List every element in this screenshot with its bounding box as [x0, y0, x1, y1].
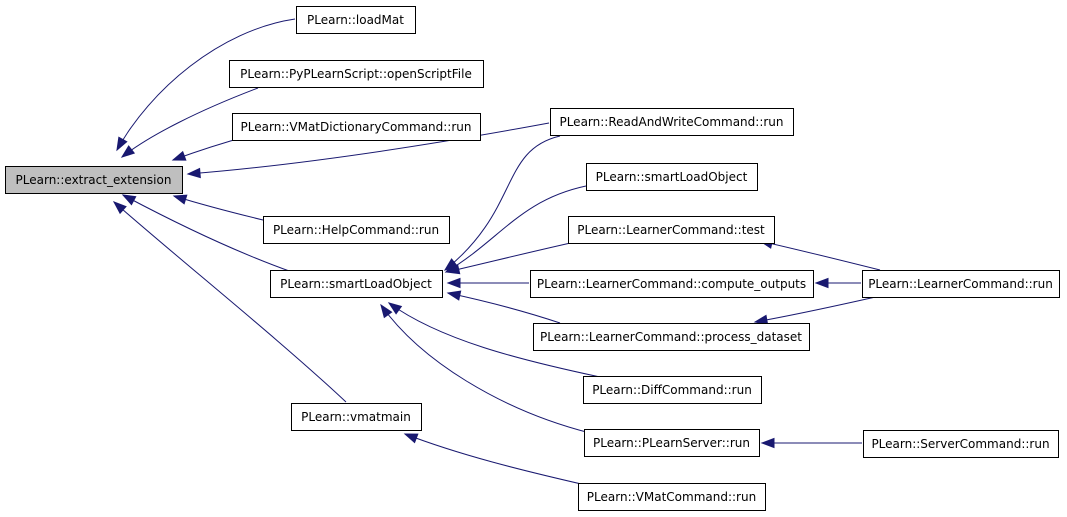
node-box [583, 376, 762, 404]
node-vmatmain[interactable]: PLearn::vmatmain [291, 403, 422, 431]
node-learner-compute[interactable]: PLearn::LearnerCommand::compute_outputs [530, 270, 814, 298]
node-label: PLearn::smartLoadObject [596, 170, 748, 184]
node-box [296, 6, 416, 34]
arrowhead-icon [112, 201, 127, 215]
node-learner-test[interactable]: PLearn::LearnerCommand::test [568, 216, 775, 244]
node-label: PLearn::LearnerCommand::run [868, 277, 1053, 291]
node-box [5, 166, 183, 194]
node-openScriptFile[interactable]: PLearn::PyPLearnScript::openScriptFile [229, 60, 484, 88]
arrowhead-icon [171, 150, 187, 161]
node-box [270, 270, 443, 298]
node-box [533, 323, 810, 351]
edge-openScriptFile-to-extract_extension [120, 87, 259, 158]
edge-learner_process-to-smartLoadObject [446, 290, 561, 324]
node-diff-run[interactable]: PLearn::DiffCommand::run [583, 376, 762, 404]
edge-smartLoadObject2-to-smartLoadObject [444, 185, 587, 273]
node-label: PLearn::ServerCommand::run [871, 437, 1049, 451]
arrowhead-icon [446, 290, 462, 301]
edge-help_run-to-extract_extension [172, 194, 264, 221]
node-smartLoadObject[interactable]: PLearn::smartLoadObject [270, 270, 443, 298]
node-smartLoadObject2[interactable]: PLearn::smartLoadObject [586, 163, 758, 191]
node-label: PLearn::vmatmain [301, 410, 411, 424]
node-label: PLearn::HelpCommand::run [273, 223, 439, 237]
node-label: PLearn::DiffCommand::run [592, 383, 752, 397]
edge-readwrite_run-to-extract_extension [186, 122, 550, 179]
node-learner-process[interactable]: PLearn::LearnerCommand::process_dataset [533, 323, 810, 351]
node-vmatcmd-run[interactable]: PLearn::VMatCommand::run [578, 483, 766, 511]
arrowhead-icon [403, 433, 419, 444]
node-box [232, 113, 481, 141]
edge-learner_compute-to-smartLoadObject [446, 277, 530, 289]
arrowhead-icon [121, 194, 137, 206]
node-server-run[interactable]: PLearn::ServerCommand::run [863, 430, 1059, 458]
node-box [291, 403, 422, 431]
node-label: PLearn::LearnerCommand::process_dataset [540, 330, 802, 344]
arrowhead-icon [172, 194, 188, 205]
edge-learner_test-to-smartLoadObject [445, 241, 576, 275]
node-box [229, 60, 484, 88]
node-learner-run[interactable]: PLearn::LearnerCommand::run [862, 270, 1060, 298]
nodes-layer: PLearn::extract_extension PLearn::loadMat… [5, 6, 1060, 511]
node-box [550, 108, 794, 136]
node-label: PLearn::smartLoadObject [280, 277, 432, 291]
node-extract-extension: PLearn::extract_extension [5, 166, 183, 194]
node-box [584, 429, 760, 457]
node-box [530, 270, 814, 298]
edge-vmatmain-to-extract_extension [112, 201, 347, 403]
node-box [586, 163, 758, 191]
node-box [263, 216, 450, 244]
edge-plearnserver_run-to-smartLoadObject [380, 303, 591, 434]
node-label: PLearn::extract_extension [16, 173, 172, 187]
node-help-run[interactable]: PLearn::HelpCommand::run [263, 216, 450, 244]
node-loadMat[interactable]: PLearn::loadMat [296, 6, 416, 34]
arrowhead-icon [445, 264, 461, 275]
arrowhead-icon [120, 145, 136, 158]
node-label: PLearn::PLearnServer::run [593, 436, 750, 450]
edge-learner_run-to-learner_test [758, 238, 881, 271]
node-box [578, 483, 766, 511]
edge-loadMat-to-extract_extension [116, 18, 296, 152]
edge-learner_run-to-learner_process [753, 295, 881, 325]
node-label: PLearn::loadMat [307, 13, 404, 27]
node-label: PLearn::ReadAndWriteCommand::run [559, 115, 783, 129]
node-readwrite-run[interactable]: PLearn::ReadAndWriteCommand::run [550, 108, 794, 136]
edge-learner_run-to-learner_compute [814, 277, 862, 289]
node-vmatdict-run[interactable]: PLearn::VMatDictionaryCommand::run [232, 113, 481, 141]
arrowhead-icon [186, 167, 201, 179]
edge-server_run-to-plearnserver_run [760, 437, 862, 449]
node-label: PLearn::LearnerCommand::compute_outputs [537, 277, 806, 291]
arrowhead-icon [760, 437, 775, 449]
node-plearnserver-run[interactable]: PLearn::PLearnServer::run [584, 429, 760, 457]
edge-readwrite_run-to-smartLoadObject [443, 135, 561, 271]
node-box [863, 430, 1059, 458]
edges-layer [112, 18, 881, 487]
node-label: PLearn::LearnerCommand::test [577, 223, 765, 237]
node-label: PLearn::VMatDictionaryCommand::run [241, 120, 472, 134]
arrowhead-icon [446, 277, 461, 289]
arrowhead-icon [116, 136, 128, 152]
edge-diff_run-to-smartLoadObject [387, 302, 601, 378]
arrowhead-icon [814, 277, 829, 289]
node-label: PLearn::PyPLearnScript::openScriptFile [240, 67, 472, 81]
edge-vmatcmd_run-to-vmatmain [403, 433, 591, 487]
arrowhead-icon [380, 303, 393, 319]
node-box [862, 270, 1060, 298]
edge-smartLoadObject-to-extract_extension [121, 194, 293, 273]
arrowhead-icon [387, 302, 403, 315]
node-box [568, 216, 775, 244]
node-label: PLearn::VMatCommand::run [587, 490, 756, 504]
